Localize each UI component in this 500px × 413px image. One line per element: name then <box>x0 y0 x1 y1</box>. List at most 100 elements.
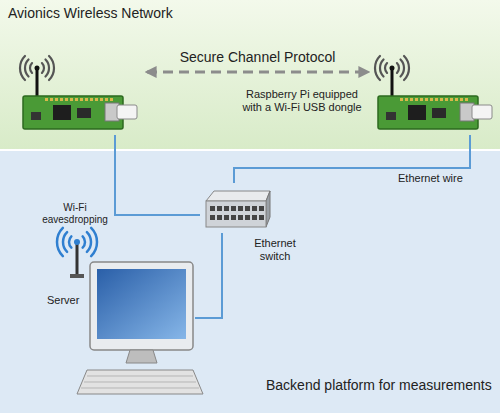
header-pin <box>105 98 108 101</box>
switch-port <box>238 215 243 220</box>
chip <box>53 105 71 120</box>
header-pin <box>430 98 433 101</box>
wifi-wave <box>385 63 387 73</box>
pi-shape <box>15 50 145 135</box>
header-pin <box>50 98 53 101</box>
header-pin <box>455 98 458 101</box>
antenna-tip <box>390 66 395 71</box>
keyboard-row <box>81 388 199 389</box>
header-pin <box>440 98 443 101</box>
switch-shape <box>200 183 272 233</box>
switch-front <box>206 201 266 227</box>
header-pin <box>435 98 438 101</box>
header-pin <box>55 98 58 101</box>
node-heading: Avionics Wireless Network <box>8 5 328 21</box>
header-pin <box>450 98 453 101</box>
wifi-wave <box>83 236 85 247</box>
wifi-wave <box>397 63 399 73</box>
header-pin <box>95 98 98 101</box>
node-heading: Raspberry Pi equipped with a Wi-Fi USB d… <box>236 88 368 113</box>
switch-port <box>210 206 215 211</box>
node-heading: Wi-Fi eavesdropping <box>35 202 115 225</box>
node-heading: Backend platform for measurements <box>266 377 498 393</box>
edge-label: Ethernet wire <box>398 172 463 185</box>
header-pin <box>465 98 468 101</box>
chip <box>77 108 91 118</box>
header-pin <box>400 98 403 101</box>
switch-port <box>252 215 257 220</box>
edge-label: Secure Channel Protocol <box>180 49 336 65</box>
raspberry-pi: Raspberry Pi equipped with a Wi-Fi USB d… <box>370 50 495 135</box>
wifi-wave <box>20 56 25 80</box>
switch-port <box>252 206 257 211</box>
pi-shape <box>370 50 495 135</box>
wifi-wave <box>91 228 97 256</box>
header-pin <box>420 98 423 101</box>
ethernet-wire <box>195 233 222 318</box>
switch-port <box>217 206 222 211</box>
header-pin <box>80 98 83 101</box>
header-pin <box>445 98 448 101</box>
server-computer: Wi-Fi eavesdroppingServer <box>35 200 195 405</box>
header-pin <box>70 98 73 101</box>
keyboard-row <box>87 376 193 377</box>
header-pin <box>405 98 408 101</box>
switch-port <box>217 215 222 220</box>
wifi-wave <box>45 60 49 77</box>
header-pin <box>415 98 418 101</box>
wifi-wave <box>87 232 91 252</box>
switch-port <box>238 206 243 211</box>
switch-side <box>266 191 270 227</box>
switch-port <box>210 215 215 220</box>
antenna-tip <box>35 66 40 71</box>
switch-port <box>224 206 229 211</box>
switch-port <box>231 215 236 220</box>
monitor-stand <box>126 350 157 363</box>
header-pin <box>425 98 428 101</box>
antenna <box>76 244 79 276</box>
switch-port <box>245 215 250 220</box>
header-pin <box>410 98 413 101</box>
wifi-wave <box>25 60 29 77</box>
wifi-wave <box>63 232 67 252</box>
header-pin <box>75 98 78 101</box>
header-pin <box>90 98 93 101</box>
circuit-board <box>23 96 123 129</box>
monitor-frame <box>90 262 193 350</box>
secure-channel-arrow <box>147 71 368 74</box>
circuit-board <box>378 96 478 129</box>
chip <box>31 112 41 120</box>
node-heading: Ethernet switch <box>244 237 306 262</box>
wifi-wave <box>380 60 384 77</box>
ethernet-switch: Ethernet switch <box>200 183 272 233</box>
raspberry-pi <box>15 50 145 135</box>
header-pin <box>60 98 63 101</box>
header-pin <box>100 98 103 101</box>
chip <box>386 112 396 120</box>
wifi-wave <box>69 236 71 247</box>
switch-port <box>231 206 236 211</box>
header-pin <box>460 98 463 101</box>
wifi-wave <box>400 60 404 77</box>
keyboard-row <box>84 382 196 383</box>
switch-port <box>245 206 250 211</box>
wifi-wave <box>49 56 54 80</box>
antenna-tip <box>74 239 80 245</box>
wifi-wave <box>42 63 44 73</box>
usb-dongle <box>472 105 492 119</box>
switch-port <box>259 206 264 211</box>
backend-band: Backend platform for measurements Etherne… <box>0 151 500 413</box>
switch-port <box>259 215 264 220</box>
header-pin <box>65 98 68 101</box>
usb-dongle <box>117 105 137 119</box>
switch-top <box>206 191 270 201</box>
wifi-wave <box>404 56 409 80</box>
ethernet-wire <box>115 135 200 215</box>
header-pin <box>85 98 88 101</box>
antenna-base <box>70 274 84 278</box>
wifi-wave <box>57 228 63 256</box>
header-pin <box>110 98 113 101</box>
wifi-wave <box>375 56 380 80</box>
node-label: Server <box>47 294 97 307</box>
